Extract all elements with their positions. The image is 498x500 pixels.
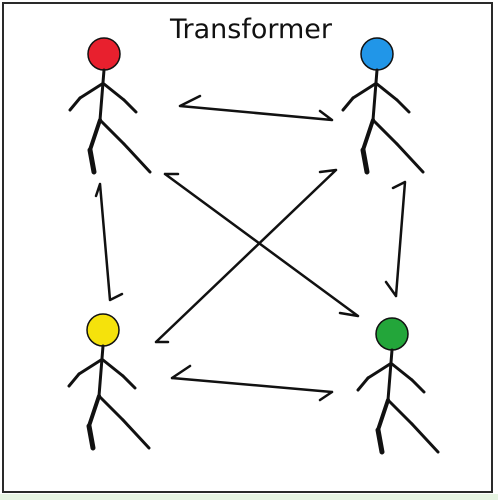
diagram-title: Transformer xyxy=(169,14,332,45)
figure-shin-left xyxy=(375,427,385,455)
arrow-top-left-to-top-right xyxy=(178,94,334,122)
figure-head xyxy=(86,313,120,347)
figure-forearm-left xyxy=(67,372,81,388)
bottom-strip xyxy=(0,494,498,500)
arrow-bottom-left-to-bottom-right xyxy=(170,364,334,402)
figure-leg-left xyxy=(88,118,102,152)
arrow-top-left-to-bottom-left xyxy=(94,182,124,302)
figure-arm-left xyxy=(351,82,377,100)
diagram-border xyxy=(2,2,493,493)
figure-arm-right xyxy=(102,82,126,102)
figure-shin-right xyxy=(122,142,152,174)
figure-forearm-left xyxy=(356,376,370,392)
figure-leg-left xyxy=(87,394,101,428)
arrow-top-right-to-bottom-left xyxy=(154,168,338,344)
figure-forearm-right xyxy=(410,378,426,394)
figure-arm-left xyxy=(77,358,103,376)
arrow-top-left-to-bottom-right xyxy=(163,172,360,318)
figure-forearm-left xyxy=(68,96,82,112)
stick-figures xyxy=(67,37,440,455)
figure-shin-right xyxy=(410,422,440,454)
figure-arm-right xyxy=(375,82,399,102)
figure-body xyxy=(97,344,105,398)
figure-leg-left xyxy=(376,398,390,432)
figure-body xyxy=(371,68,379,122)
figure-shin-left xyxy=(360,147,370,175)
figure-shin-left xyxy=(86,423,96,451)
figure-leg-right xyxy=(97,394,125,422)
figure-forearm-right xyxy=(121,374,137,390)
figure-arm-right xyxy=(390,362,414,382)
figure-arm-left xyxy=(366,362,392,380)
figure-shin-right xyxy=(395,142,425,174)
stick-figure-bottom-right xyxy=(356,317,440,455)
figure-shin-left xyxy=(87,147,97,175)
figure-arm-right xyxy=(101,358,125,378)
figure-head xyxy=(375,317,409,351)
figure-body xyxy=(386,348,394,402)
arrow-top-right-to-bottom-right xyxy=(384,180,407,298)
stick-figure-top-left xyxy=(68,37,152,175)
figure-leg-right xyxy=(386,398,414,426)
figure-leg-right xyxy=(98,118,126,146)
figure-arm-left xyxy=(78,82,104,100)
stick-figure-top-right xyxy=(341,37,425,175)
figure-forearm-right xyxy=(395,98,411,114)
connections xyxy=(94,94,407,402)
figure-leg-left xyxy=(361,118,375,152)
figure-forearm-left xyxy=(341,96,355,112)
figure-shin-right xyxy=(121,418,151,450)
figure-forearm-right xyxy=(122,98,138,114)
figure-body xyxy=(98,68,106,122)
stick-figure-bottom-left xyxy=(67,313,151,451)
figure-leg-right xyxy=(371,118,399,146)
